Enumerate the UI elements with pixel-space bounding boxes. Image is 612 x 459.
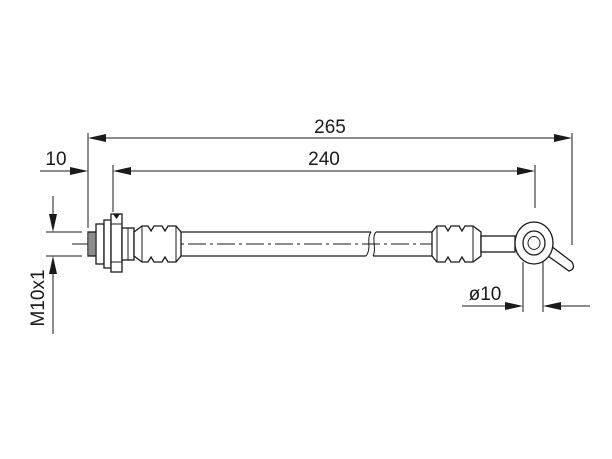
thread-label: M10x1 <box>28 269 49 326</box>
eye-diameter-label: ø10 <box>469 284 502 305</box>
dimension-eye-diameter: ø10 <box>462 284 590 310</box>
left-fitting <box>87 213 135 273</box>
dimension-fitting-length: 10 <box>40 149 88 175</box>
dimension-hose-length: 240 <box>113 149 535 175</box>
dimension-thread: M10x1 <box>28 196 57 334</box>
right-ferrule <box>431 225 482 263</box>
dimension-overall-length: 265 <box>88 117 572 142</box>
overall-length-label: 265 <box>314 117 346 138</box>
extension-lines <box>46 133 573 312</box>
hose-length-label: 240 <box>308 149 340 170</box>
banjo-fitting <box>480 221 575 272</box>
hose-body <box>181 231 432 257</box>
fitting-length-label: 10 <box>45 149 66 170</box>
left-ferrule <box>133 225 182 263</box>
